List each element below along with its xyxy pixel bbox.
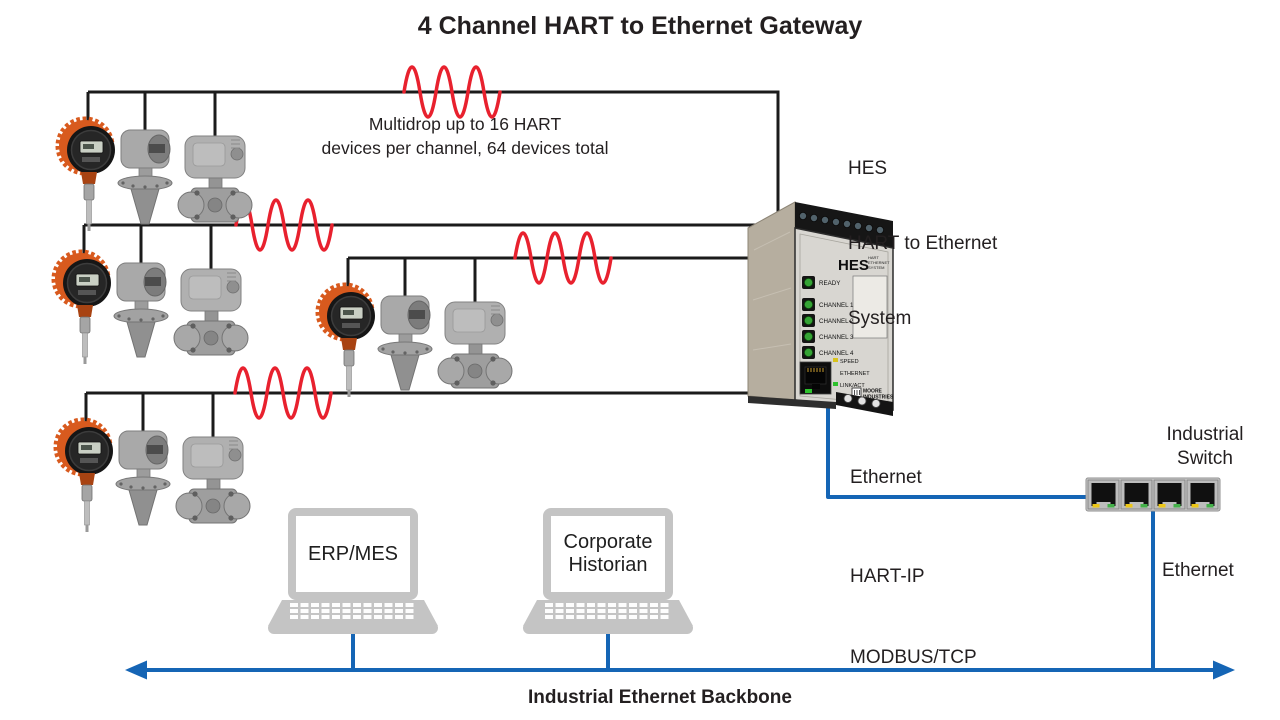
hart-signal-icon [233, 366, 333, 420]
svg-text:LINK/ACT: LINK/ACT [840, 383, 865, 389]
laptop-historian-label: Corporate Historian [563, 531, 653, 576]
gateway-name-label: HES HART to Ethernet System [848, 158, 998, 329]
laptop-erp-mes: ERP/MES [268, 508, 438, 638]
speed-led [833, 358, 838, 362]
channel-1-led [803, 299, 814, 310]
multidrop-note-line2: devices per channel, 64 devices total [321, 138, 609, 158]
laptop-erp-mes-label: ERP/MES [307, 542, 399, 565]
backbone-label: Industrial Ethernet Backbone [528, 687, 792, 708]
laptop-keyboard [545, 603, 671, 621]
page-title: 4 Channel HART to Ethernet Gateway [417, 12, 863, 40]
hes-port-labels: SPEED ETHERNET LINK/ACT [833, 358, 870, 389]
switch-label: Industrial Switch [1166, 424, 1244, 469]
hes-logo: HES [838, 257, 869, 274]
hes-logo-subtext: HART ETHERNET SYSTEM [868, 255, 890, 270]
hart-signal-icon [513, 231, 613, 285]
svg-text:READY: READY [819, 280, 840, 287]
svg-text:CHANNEL 3: CHANNEL 3 [819, 334, 854, 341]
ethernet-link-gateway-switch [826, 388, 1089, 499]
hart-signal-icon [402, 65, 502, 119]
hes-status-leds: READY CHANNEL 1 CHANNEL 2 CHANNEL 3 CHAN… [802, 276, 854, 359]
hart-bus-wires [84, 90, 780, 395]
industrial-switch-device [1085, 477, 1221, 512]
multidrop-note: Multidrop up to 16 HART devices per chan… [280, 112, 650, 160]
channel-2-led [803, 315, 814, 326]
multidrop-note-line1: Multidrop up to 16 HART [368, 114, 562, 134]
laptop-keyboard [290, 603, 416, 621]
channel-3-led [803, 331, 814, 342]
hart-device-group-1 [59, 92, 252, 231]
svg-text:INDUSTRIES: INDUSTRIES [863, 395, 894, 401]
hart-device-group-2 [55, 225, 248, 364]
hart-bus-channel-1 [88, 90, 780, 216]
svg-text:CHANNEL 1: CHANNEL 1 [819, 302, 854, 309]
laptop-screen [543, 508, 673, 600]
protocols-label: HART-IP MODBUS/TCP Web Pages (HTTP) [850, 566, 977, 668]
hart-device-group-4 [57, 393, 250, 532]
backbone-arrow-right [1213, 660, 1235, 680]
ethernet-label-switch: Ethernet [1162, 560, 1234, 581]
ethernet-label-gateway: Ethernet [850, 467, 922, 488]
svg-text:SYSTEM: SYSTEM [868, 265, 884, 270]
hes-label-area [852, 275, 888, 339]
laptop-corporate-historian: Corporate Historian [523, 508, 693, 638]
link-act-led [833, 382, 838, 386]
svg-text:ETHERNET: ETHERNET [840, 371, 870, 377]
switch-port-icon [1120, 479, 1153, 510]
svg-text:CHANNEL 2: CHANNEL 2 [819, 318, 854, 325]
svg-text:CHANNEL 4: CHANNEL 4 [819, 350, 854, 357]
laptop-bottom-bar [523, 622, 693, 634]
switch-port-icon [1153, 479, 1186, 510]
hart-device-group-3 [319, 258, 512, 397]
switch-port-icon [1186, 479, 1219, 510]
switch-port-icon [1087, 479, 1120, 510]
laptop-bottom-bar [268, 622, 438, 634]
hes-ethernet-port-icon [799, 361, 832, 395]
ready-led [803, 277, 814, 288]
channel-4-led [803, 347, 814, 358]
laptop-screen [288, 508, 418, 600]
svg-text:MOORE: MOORE [863, 389, 883, 395]
switch-ports [1087, 479, 1219, 510]
svg-text:SPEED: SPEED [840, 359, 859, 365]
ethernet-wires [143, 388, 1217, 672]
svg-text:ETHERNET: ETHERNET [868, 260, 890, 265]
hes-gateway-device: HES HART ETHERNET SYSTEM READY CHANNEL 1… [747, 201, 894, 416]
backbone-arrow-left [125, 660, 147, 680]
hes-terminal-screws [799, 211, 885, 234]
svg-text:HART: HART [868, 255, 879, 260]
